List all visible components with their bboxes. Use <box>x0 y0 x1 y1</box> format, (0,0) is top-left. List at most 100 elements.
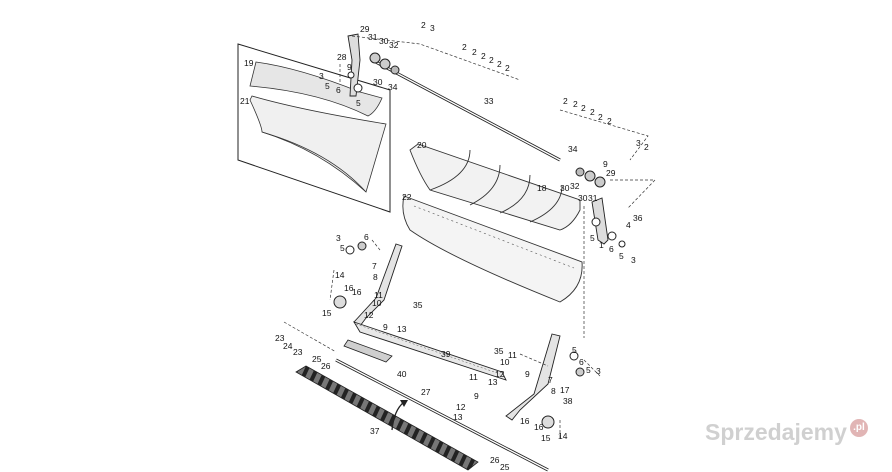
label-18: 18 <box>537 183 547 193</box>
label-9: 9 <box>525 369 530 379</box>
label-26: 26 <box>490 455 500 465</box>
label-32: 32 <box>389 40 399 50</box>
label-19: 19 <box>244 58 254 68</box>
label-10: 10 <box>500 357 510 367</box>
label-39: 39 <box>441 349 451 359</box>
label-16: 16 <box>520 416 530 426</box>
side-plate-right <box>505 333 585 429</box>
trough-20-22 <box>402 143 583 303</box>
label-29: 29 <box>606 168 616 178</box>
label-1: 1 <box>599 240 604 250</box>
label-5: 5 <box>325 81 330 91</box>
label-30: 30 <box>379 36 389 46</box>
label-5: 5 <box>590 233 595 243</box>
label-2: 2 <box>644 142 649 152</box>
label-16: 16 <box>534 422 544 432</box>
bracket-top-left <box>347 33 400 97</box>
label-13: 13 <box>397 324 407 334</box>
label-5: 5 <box>586 365 591 375</box>
label-6: 6 <box>364 232 369 242</box>
label-3: 3 <box>631 255 636 265</box>
rotation-arrow <box>391 400 408 431</box>
panel-box-19-21 <box>237 43 391 213</box>
label-2: 2 <box>563 96 568 106</box>
label-5: 5 <box>619 251 624 261</box>
label-25: 25 <box>500 462 510 472</box>
dashed-assembly-lines <box>283 35 656 440</box>
label-34: 34 <box>568 144 578 154</box>
label-3: 3 <box>636 138 641 148</box>
label-10: 10 <box>372 298 382 308</box>
label-34: 34 <box>388 82 398 92</box>
label-35: 35 <box>413 300 423 310</box>
label-13: 13 <box>453 412 463 422</box>
label-12: 12 <box>495 369 505 379</box>
label-9: 9 <box>347 62 352 72</box>
label-22: 22 <box>402 192 412 202</box>
label-8: 8 <box>373 272 378 282</box>
label-30: 30 <box>560 183 570 193</box>
label-3: 3 <box>336 233 341 243</box>
label-2: 2 <box>573 99 578 109</box>
label-2: 2 <box>472 47 477 57</box>
label-16: 16 <box>352 287 362 297</box>
label-17: 17 <box>560 385 570 395</box>
label-20: 20 <box>417 140 427 150</box>
label-11: 11 <box>469 372 478 382</box>
label-9: 9 <box>383 322 388 332</box>
label-5: 5 <box>340 243 345 253</box>
label-15: 15 <box>541 433 551 443</box>
label-21: 21 <box>240 96 250 106</box>
label-23: 23 <box>293 347 303 357</box>
label-2: 2 <box>497 59 502 69</box>
label-4: 4 <box>626 220 631 230</box>
shaft-33 <box>371 58 561 162</box>
label-37: 37 <box>370 426 380 436</box>
shaft-27 <box>335 358 549 472</box>
label-27: 27 <box>421 387 431 397</box>
label-40: 40 <box>397 369 407 379</box>
label-23: 23 <box>275 333 285 343</box>
label-24: 24 <box>283 341 293 351</box>
label-28: 28 <box>337 52 347 62</box>
label-14: 14 <box>558 431 568 441</box>
label-3: 3 <box>596 366 601 376</box>
label-2: 2 <box>598 112 603 122</box>
label-5: 5 <box>356 98 361 108</box>
label-29: 29 <box>360 24 370 34</box>
label-36: 36 <box>633 213 643 223</box>
label-6: 6 <box>609 244 614 254</box>
auger-37 <box>295 365 479 471</box>
label-16: 16 <box>344 283 354 293</box>
side-plate-left <box>333 241 403 327</box>
strip-39-plate-40 <box>343 321 507 381</box>
label-2: 2 <box>505 63 510 73</box>
label-2: 2 <box>462 42 467 52</box>
label-30: 30 <box>578 193 588 203</box>
label-12: 12 <box>456 402 466 412</box>
label-2: 2 <box>481 51 486 61</box>
label-38: 38 <box>563 396 573 406</box>
label-14: 14 <box>335 270 345 280</box>
label-8: 8 <box>551 386 556 396</box>
label-5: 5 <box>572 345 577 355</box>
label-2: 2 <box>581 103 586 113</box>
label-26: 26 <box>321 361 331 371</box>
label-33: 33 <box>484 96 494 106</box>
label-9: 9 <box>603 159 608 169</box>
label-2: 2 <box>489 55 494 65</box>
label-30: 30 <box>373 77 383 87</box>
watermark-text: Sprzedajemy <box>705 419 847 445</box>
label-3: 3 <box>319 71 324 81</box>
label-6: 6 <box>579 357 584 367</box>
label-25: 25 <box>312 354 322 364</box>
label-7: 7 <box>372 261 377 271</box>
label-6: 6 <box>336 85 341 95</box>
label-12: 12 <box>364 310 374 320</box>
label-9: 9 <box>474 391 479 401</box>
watermark-badge: .pl <box>850 419 868 437</box>
label-31: 31 <box>588 193 598 203</box>
label-2: 2 <box>421 20 426 30</box>
label-7: 7 <box>548 375 553 385</box>
